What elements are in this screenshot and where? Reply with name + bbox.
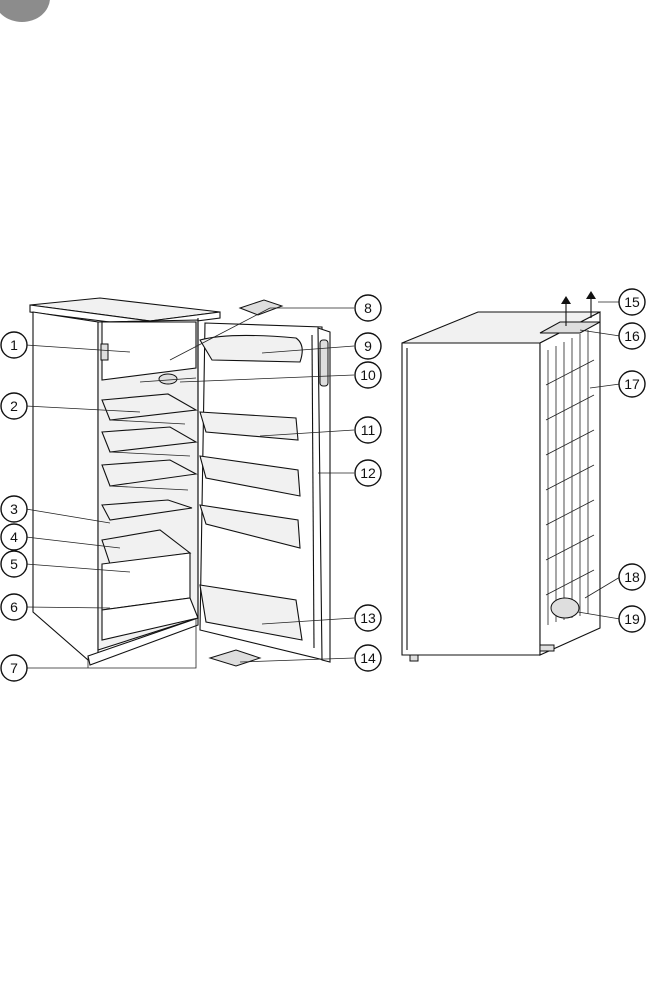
callout-1: 1	[1, 332, 27, 358]
refrigerator-rear-view	[402, 291, 600, 661]
callout-17-label: 17	[624, 376, 640, 392]
callout-9-label: 9	[364, 338, 372, 354]
callout-8: 8	[355, 295, 381, 321]
callout-10: 10	[355, 362, 381, 388]
callout-4: 4	[1, 524, 27, 550]
callout-11: 11	[355, 417, 381, 443]
callout-7: 7	[1, 655, 27, 681]
callout-18: 18	[619, 564, 645, 590]
callout-2: 2	[1, 393, 27, 419]
callout-16: 16	[619, 323, 645, 349]
callout-5: 5	[1, 551, 27, 577]
callout-12: 12	[355, 460, 381, 486]
callout-2-label: 2	[10, 398, 18, 414]
callout-8-label: 8	[364, 300, 372, 316]
callout-1-label: 1	[10, 337, 18, 353]
callout-12-label: 12	[360, 465, 376, 481]
callout-14-label: 14	[360, 650, 376, 666]
callout-17: 17	[619, 371, 645, 397]
callout-10-label: 10	[360, 367, 376, 383]
callout-6-label: 6	[10, 599, 18, 615]
callout-14: 14	[355, 645, 381, 671]
callout-18-label: 18	[624, 569, 640, 585]
callout-6: 6	[1, 594, 27, 620]
callout-5-label: 5	[10, 556, 18, 572]
callout-15: 15	[619, 289, 645, 315]
callout-7-label: 7	[10, 660, 18, 676]
callout-15-label: 15	[624, 294, 640, 310]
callout-3: 3	[1, 496, 27, 522]
refrigerator-front-view	[30, 298, 330, 666]
callout-11-label: 11	[361, 422, 376, 438]
callout-3-label: 3	[10, 501, 18, 517]
callout-4-label: 4	[10, 529, 18, 545]
callout-19-label: 19	[624, 611, 640, 627]
callout-13: 13	[355, 605, 381, 631]
callout-19: 19	[619, 606, 645, 632]
callout-9: 9	[355, 333, 381, 359]
callout-16-label: 16	[624, 328, 640, 344]
callout-13-label: 13	[360, 610, 376, 626]
